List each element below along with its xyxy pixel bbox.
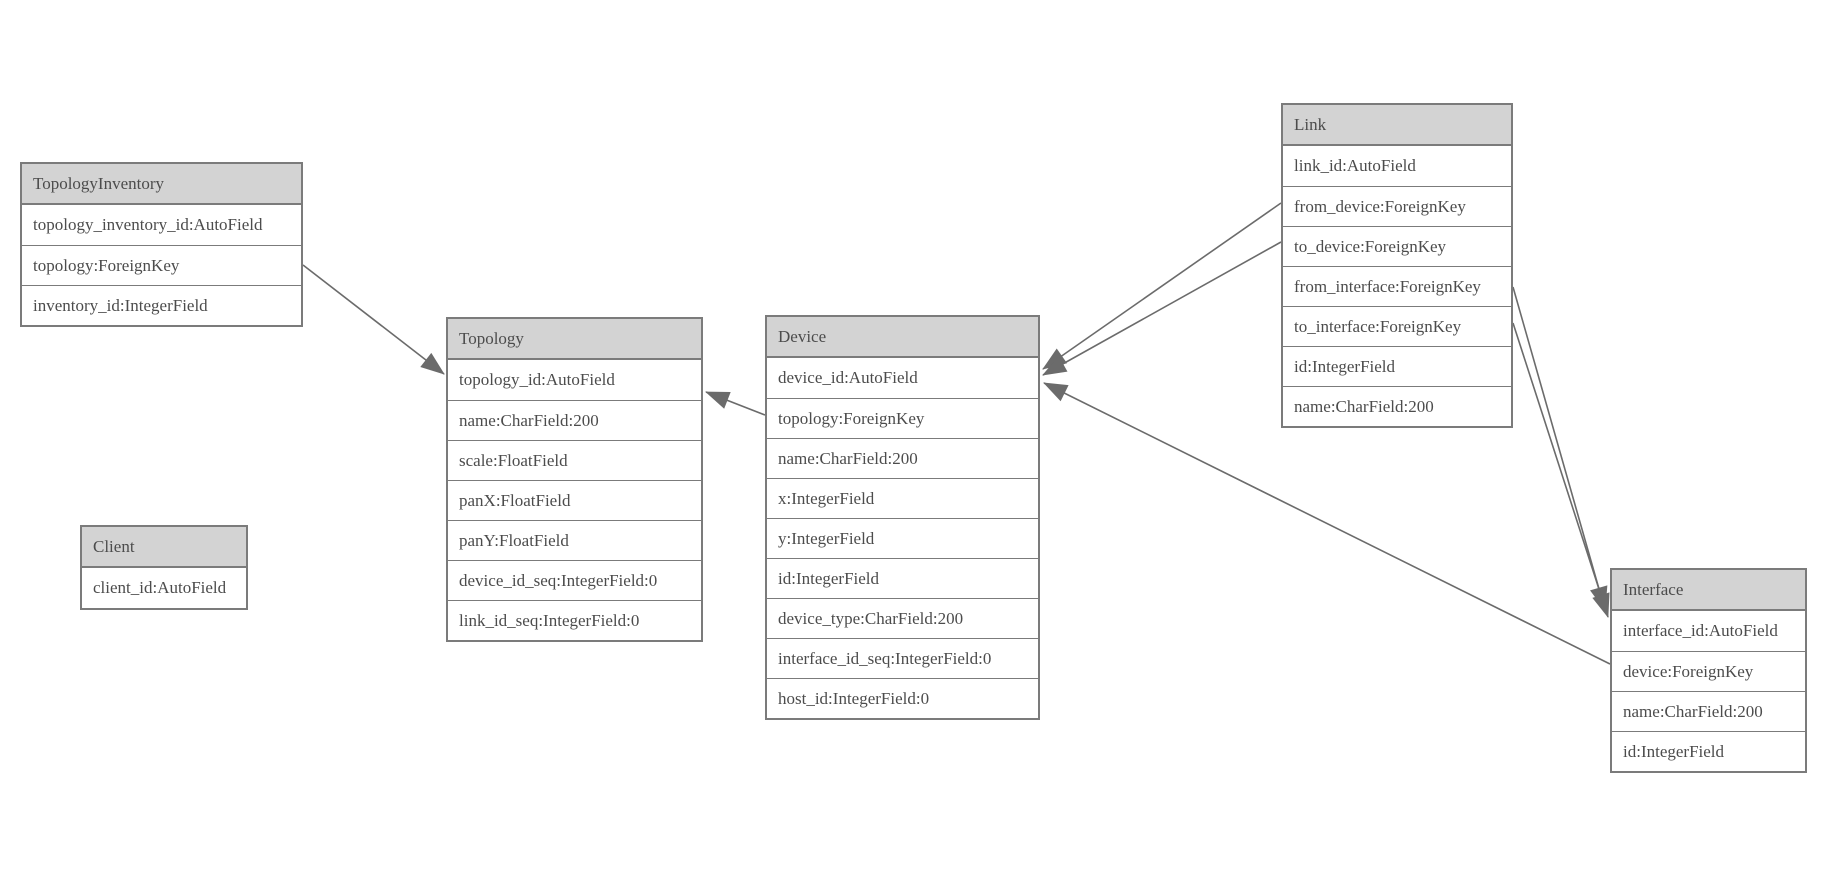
entity-title-interface: Interface bbox=[1612, 570, 1805, 611]
field-row-topology-device_id_seq: device_id_seq:IntegerField:0 bbox=[448, 560, 701, 600]
field-row-device-y: y:IntegerField bbox=[767, 518, 1038, 558]
field-row-device-interface_id_seq: interface_id_seq:IntegerField:0 bbox=[767, 638, 1038, 678]
field-row-topology-name: name:CharField:200 bbox=[448, 400, 701, 440]
entity-title-topologyinventory: TopologyInventory bbox=[22, 164, 301, 205]
field-row-link-from_interface: from_interface:ForeignKey bbox=[1283, 266, 1511, 306]
edge-link-from-interface-to-interface bbox=[1512, 286, 1608, 611]
field-row-device-name: name:CharField:200 bbox=[767, 438, 1038, 478]
entity-title-link: Link bbox=[1283, 105, 1511, 146]
field-row-topology-scale: scale:FloatField bbox=[448, 440, 701, 480]
edge-device-topology-to-topology bbox=[705, 391, 766, 416]
field-row-device-topology: topology:ForeignKey bbox=[767, 398, 1038, 438]
field-row-topologyinventory-topology: topology:ForeignKey bbox=[22, 245, 301, 285]
entity-title-device: Device bbox=[767, 317, 1038, 358]
field-row-client-client_id: client_id:AutoField bbox=[82, 568, 246, 608]
field-row-topology-link_id_seq: link_id_seq:IntegerField:0 bbox=[448, 600, 701, 640]
field-row-device-x: x:IntegerField bbox=[767, 478, 1038, 518]
edge-link-from-device-to-device bbox=[1042, 202, 1282, 370]
field-row-link-to_device: to_device:ForeignKey bbox=[1283, 226, 1511, 266]
field-row-device-device_type: device_type:CharField:200 bbox=[767, 598, 1038, 638]
field-row-link-link_id: link_id:AutoField bbox=[1283, 146, 1511, 186]
field-row-device-host_id: host_id:IntegerField:0 bbox=[767, 678, 1038, 718]
field-row-topology-topology_id: topology_id:AutoField bbox=[448, 360, 701, 400]
entity-title-topology: Topology bbox=[448, 319, 701, 360]
field-row-topology-panX: panX:FloatField bbox=[448, 480, 701, 520]
entity-title-client: Client bbox=[82, 527, 246, 568]
field-row-device-device_id: device_id:AutoField bbox=[767, 358, 1038, 398]
field-row-link-to_interface: to_interface:ForeignKey bbox=[1283, 306, 1511, 346]
field-row-link-name: name:CharField:200 bbox=[1283, 386, 1511, 426]
field-row-interface-device: device:ForeignKey bbox=[1612, 651, 1805, 691]
field-row-topologyinventory-inventory_id: inventory_id:IntegerField bbox=[22, 285, 301, 325]
field-row-topology-panY: panY:FloatField bbox=[448, 520, 701, 560]
field-row-interface-interface_id: interface_id:AutoField bbox=[1612, 611, 1805, 651]
edge-link-to-interface-to-interface bbox=[1512, 322, 1610, 618]
field-row-interface-id: id:IntegerField bbox=[1612, 731, 1805, 771]
field-row-topologyinventory-topology_inventory_id: topology_inventory_id:AutoField bbox=[22, 205, 301, 245]
edge-topologyinventory-topology-to-topology bbox=[302, 264, 445, 375]
field-row-link-from_device: from_device:ForeignKey bbox=[1283, 186, 1511, 226]
field-row-interface-name: name:CharField:200 bbox=[1612, 691, 1805, 731]
field-row-link-id: id:IntegerField bbox=[1283, 346, 1511, 386]
edge-link-to-device-to-device bbox=[1042, 241, 1282, 376]
field-row-device-id: id:IntegerField bbox=[767, 558, 1038, 598]
